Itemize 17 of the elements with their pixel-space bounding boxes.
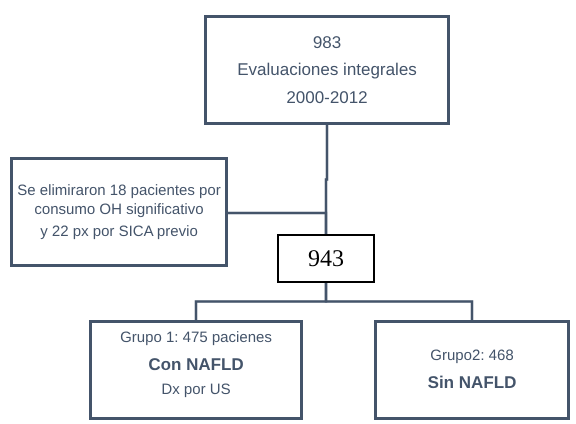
box-text: Evaluaciones integrales: [237, 59, 417, 81]
box-text: Grupo2: 468: [430, 347, 514, 366]
box-text: Con NAFLD: [148, 354, 244, 375]
box-text: Sin NAFLD: [428, 372, 516, 393]
group-box: [89, 320, 303, 420]
box-text: Dx por US: [161, 381, 231, 400]
box-text: y 22 px por SICA previo: [40, 223, 198, 242]
group-box: [374, 320, 570, 420]
box-text: 943: [308, 244, 344, 274]
count-box: [277, 234, 375, 283]
process-box: [204, 15, 450, 125]
box-text: 2000-2012: [286, 86, 368, 108]
connector-line: [324, 283, 474, 320]
box-text: Grupo 1: 475 pacienes: [120, 329, 272, 348]
note-box: [10, 157, 228, 267]
box-text: 983: [312, 32, 342, 54]
connector-line: [228, 212, 328, 234]
